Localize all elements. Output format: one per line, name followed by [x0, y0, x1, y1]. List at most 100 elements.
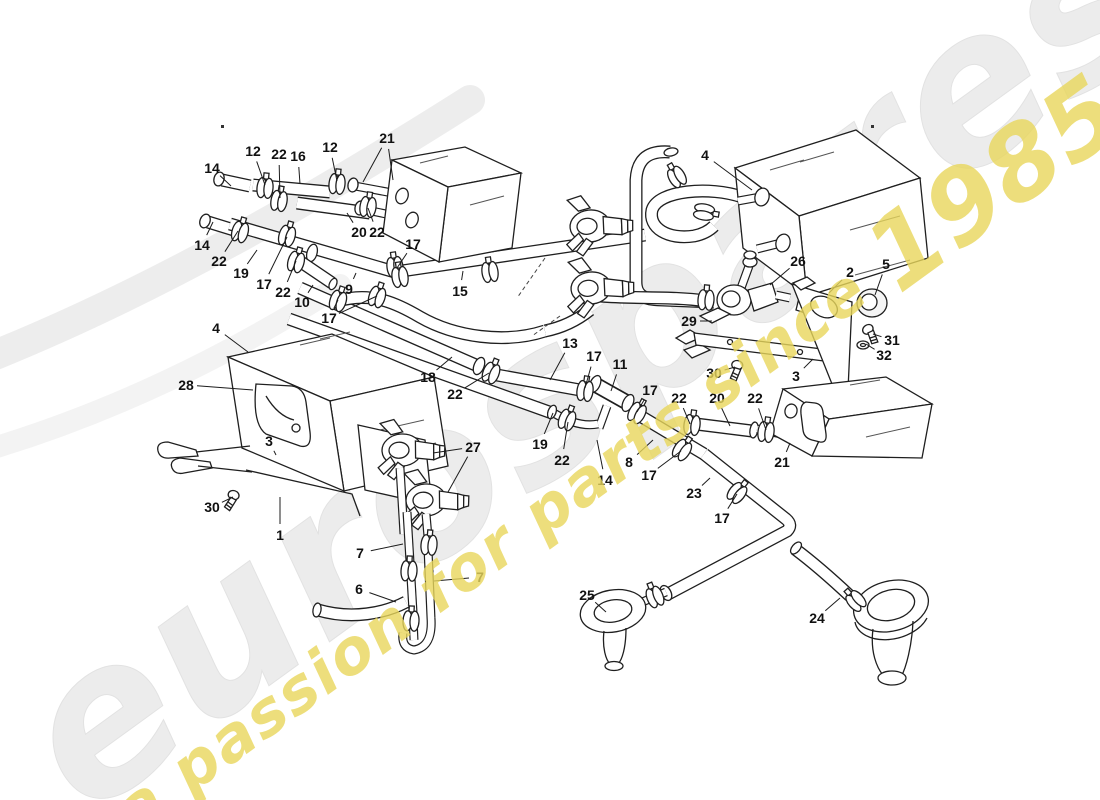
callout-leader-line [549, 352, 566, 381]
part-callout-22: 22 [369, 224, 385, 240]
part-callout-11: 11 [613, 356, 628, 372]
part-callout-2: 2 [846, 264, 854, 280]
part-callout-3: 3 [265, 433, 273, 449]
callout-leader-line [433, 577, 470, 582]
part-callout-8: 8 [625, 454, 633, 470]
callout-leader-line [396, 252, 408, 269]
callout-leader-line [610, 374, 617, 392]
part-callout-31: 31 [884, 332, 900, 348]
part-callout-22: 22 [554, 452, 570, 468]
callout-leader-line [196, 385, 254, 391]
part-callout-30: 30 [204, 499, 220, 515]
diagram-line-art: 1412221612211422191722109202217151744283… [157, 125, 934, 686]
callout-leader-line [713, 161, 753, 191]
callout-leader-line [803, 358, 814, 369]
part-callout-12: 12 [245, 143, 261, 159]
part-callout-17: 17 [642, 382, 658, 398]
part-callout-3: 3 [792, 368, 800, 384]
part-callout-26: 26 [790, 253, 806, 269]
part-callout-17: 17 [321, 310, 337, 326]
callout-leader-line [758, 408, 767, 431]
callout-leader-line [221, 496, 234, 503]
callout-leader-line [563, 421, 569, 450]
callout-leader-line [682, 407, 691, 425]
callout-leader-line [298, 166, 301, 185]
part-callout-22: 22 [211, 253, 227, 269]
callout-leader-line [333, 299, 339, 309]
callout-leader-line [828, 279, 843, 294]
part-callout-22: 22 [747, 390, 763, 406]
callout-leader-line [824, 597, 841, 612]
callout-leader-line [362, 147, 383, 183]
callout-leader-line [286, 260, 297, 283]
callout-leader-line [367, 207, 374, 222]
part-callout-17: 17 [586, 348, 602, 364]
part-callout-14: 14 [597, 472, 613, 488]
callout-leader-line [331, 157, 338, 182]
part-callout-29: 29 [681, 313, 697, 329]
part-callout-15: 15 [452, 283, 468, 299]
breather-pipe-lower [312, 511, 436, 655]
valve-assembly-right [674, 250, 849, 383]
callout-leader-line [464, 372, 490, 389]
part-callout-22: 22 [271, 146, 287, 162]
callout-leader-line [865, 343, 875, 350]
callout-leader-line [388, 148, 394, 181]
callout-leader-line [727, 493, 738, 509]
callout-leader-line [224, 230, 239, 252]
part-callout-9: 9 [345, 281, 353, 297]
callout-leader-line [636, 439, 654, 455]
callout-leader-line [636, 399, 645, 413]
part-callout-20: 20 [351, 224, 367, 240]
part-callout-27: 27 [465, 439, 481, 455]
part-callout-1: 1 [276, 527, 284, 543]
part-callout-23: 23 [686, 485, 702, 501]
callout-leader-line [206, 221, 214, 236]
part-callout-17: 17 [641, 467, 657, 483]
part-callout-14: 14 [204, 160, 220, 176]
part-callout-22: 22 [275, 284, 291, 300]
callout-leader-line [596, 439, 604, 470]
callout-leader-line [273, 450, 277, 456]
callout-leader-line [338, 295, 378, 314]
part-callout-5: 5 [882, 256, 890, 272]
crop-marks [221, 125, 874, 128]
part-callout-12: 12 [322, 139, 338, 155]
part-callout-14: 14 [194, 237, 210, 253]
callout-leader-line [352, 272, 357, 280]
part-callout-19: 19 [532, 436, 548, 452]
part-callout-20: 20 [709, 390, 725, 406]
part-callout-21: 21 [379, 130, 395, 146]
part-callout-24: 24 [809, 610, 825, 626]
part-callout-17: 17 [405, 236, 421, 252]
part-callout-28: 28 [178, 377, 194, 393]
canister-bottom-right [769, 376, 934, 459]
callout-leader-line [307, 284, 314, 294]
canister-top-right [733, 129, 929, 314]
part-callout-13: 13 [562, 335, 578, 351]
part-callout-17: 17 [714, 510, 730, 526]
callout-leader-line [657, 450, 682, 469]
part-callout-7: 7 [476, 569, 484, 585]
part-callout-30: 30 [706, 365, 722, 381]
callout-leader-line [436, 356, 453, 371]
part-callout-10: 10 [294, 294, 310, 310]
callout-leader-line [447, 456, 469, 493]
callout-leader-line [268, 236, 288, 275]
part-callout-6: 6 [355, 581, 363, 597]
callout-leader-line [224, 334, 249, 353]
callout-leader-line [872, 333, 882, 338]
callout-leader-line [584, 366, 592, 389]
part-callout-16: 16 [290, 148, 306, 164]
callout-leader-line [721, 407, 731, 427]
part-callout-18: 18 [420, 369, 436, 385]
part-callout-19: 19 [233, 265, 249, 281]
callout-leader-line [219, 175, 232, 187]
canister-top-center [382, 146, 524, 264]
part-callout-4: 4 [212, 320, 220, 336]
